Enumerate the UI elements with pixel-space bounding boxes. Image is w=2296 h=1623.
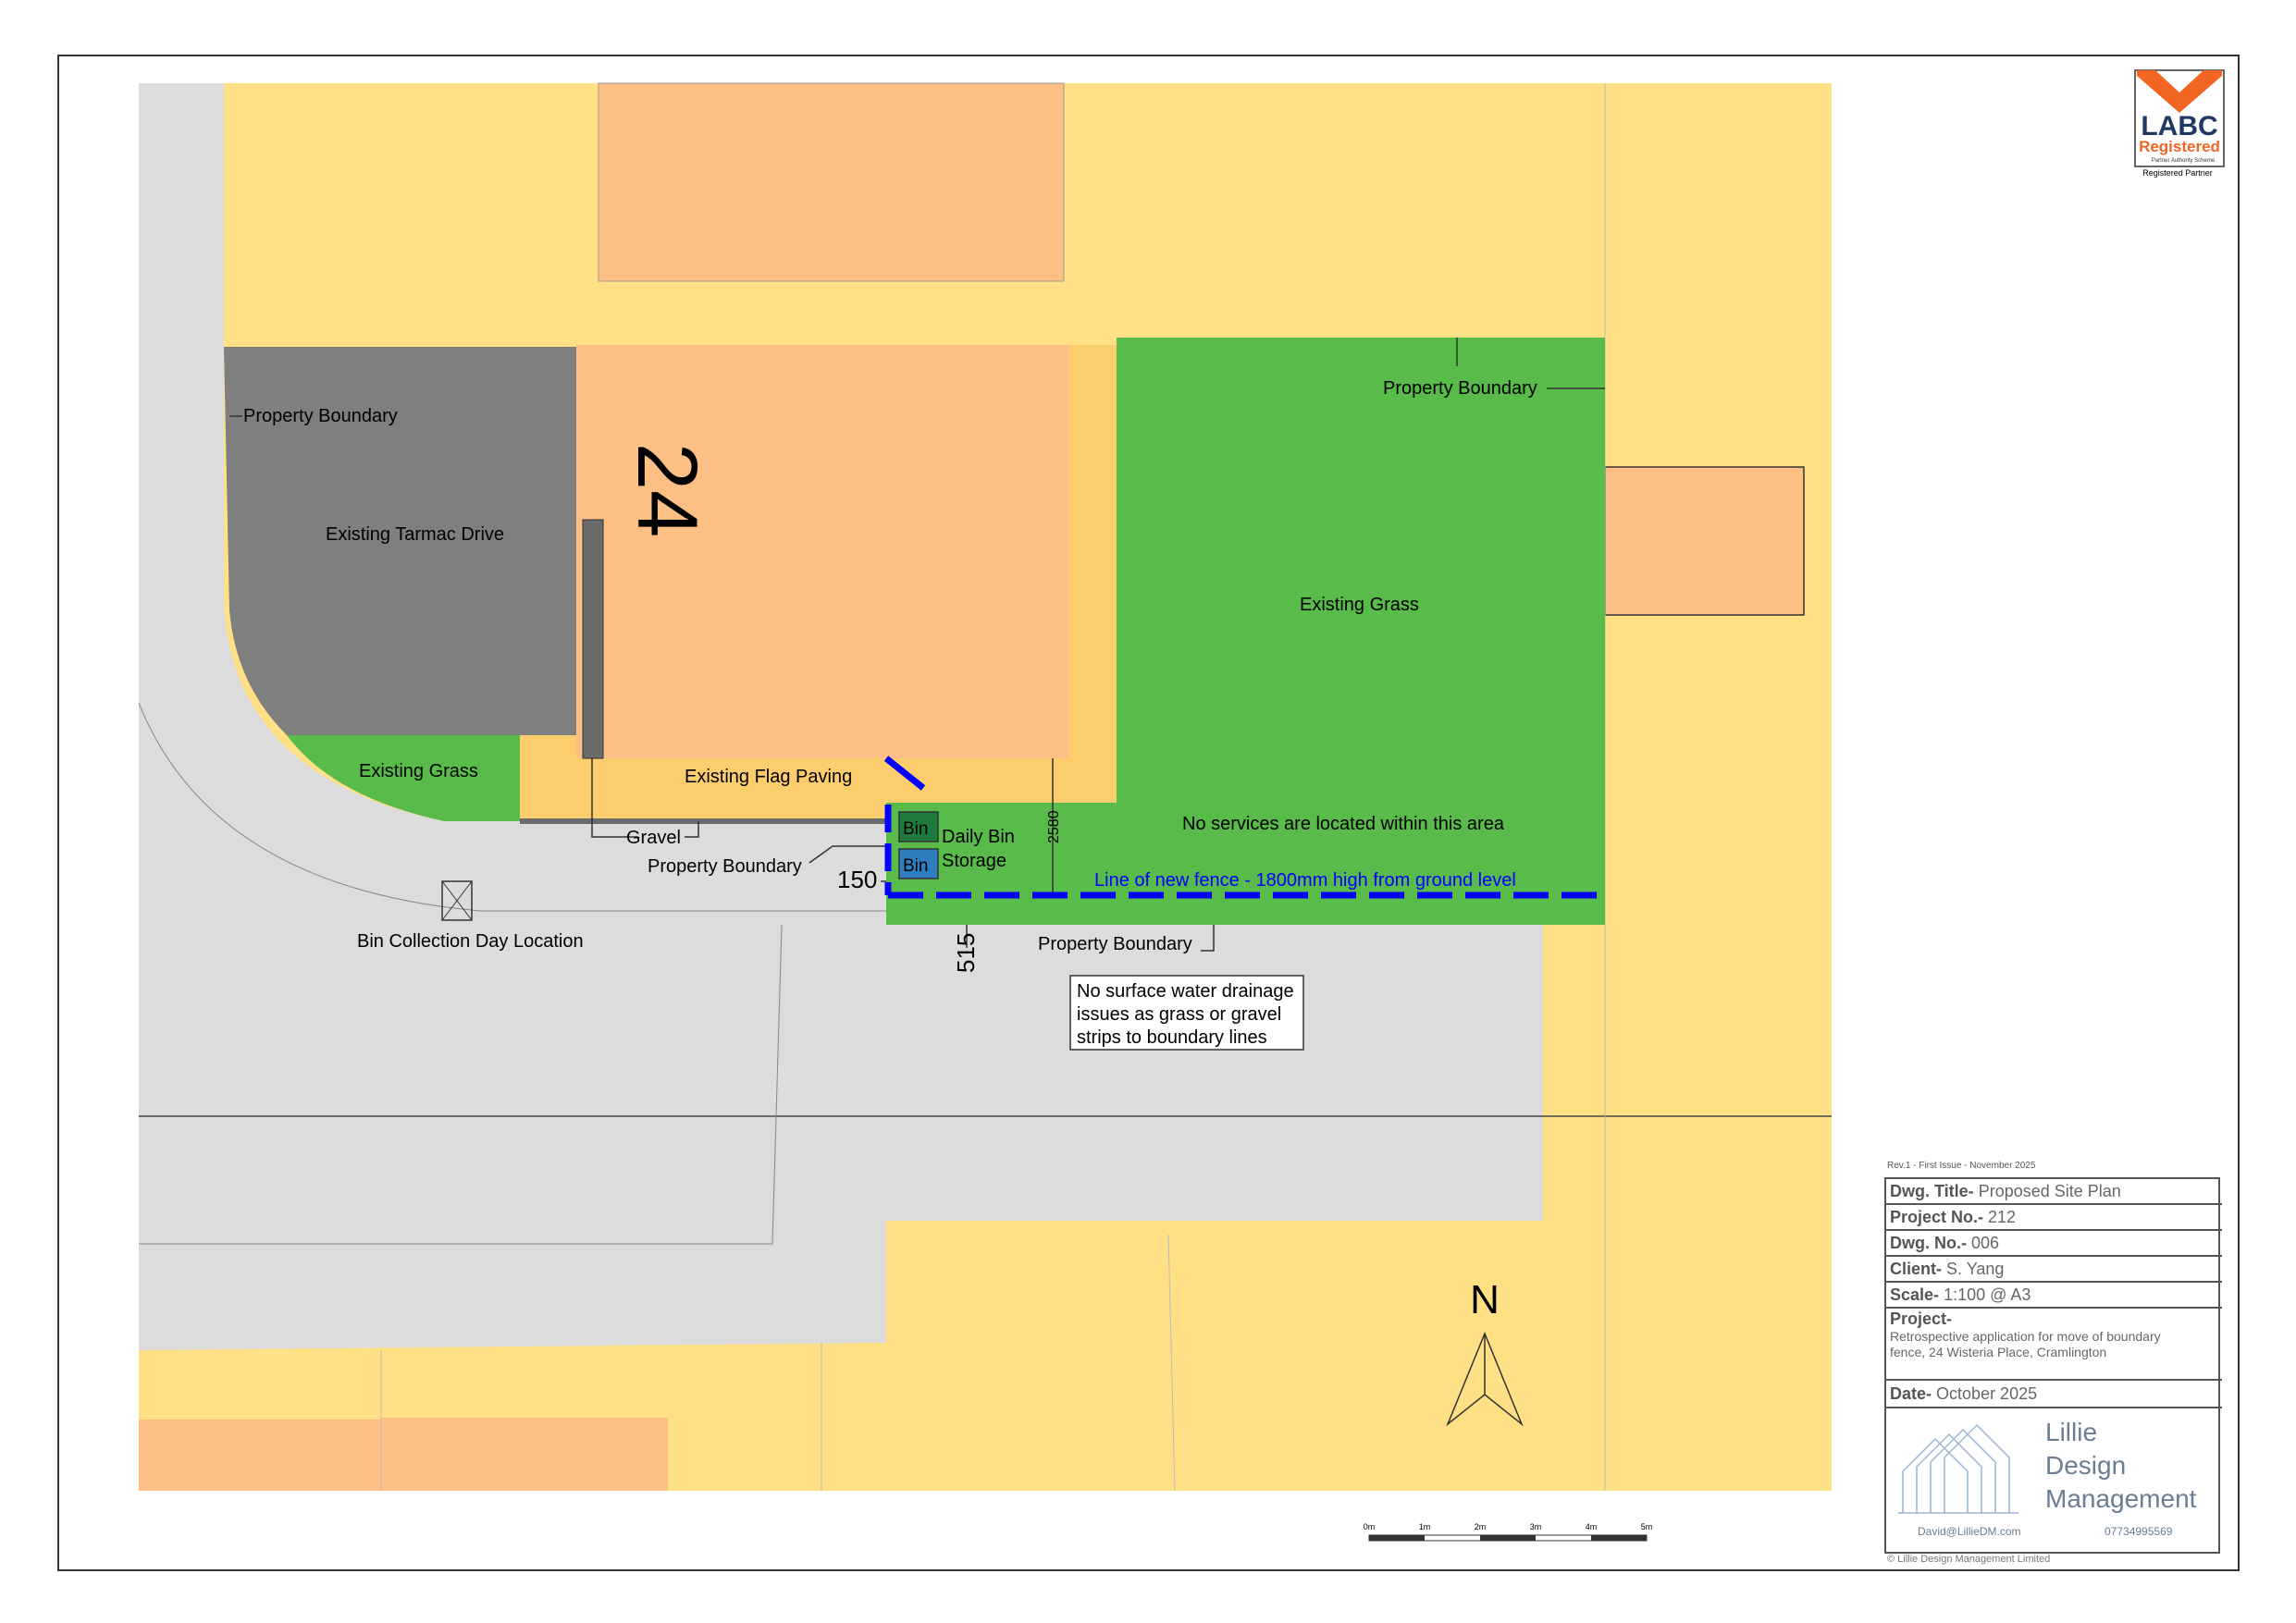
property-boundary-label-2: Property Boundary xyxy=(1383,378,1537,399)
house-number-label: 24 xyxy=(620,443,714,537)
gravel-label: Gravel xyxy=(626,828,681,848)
existing-tarmac-label: Existing Tarmac Drive xyxy=(326,524,504,545)
dimension-515: 515 xyxy=(952,933,980,973)
scale-bar-label-2: 2m xyxy=(1475,1522,1487,1531)
company-email: David@LillieDM.com xyxy=(1918,1525,2021,1538)
bin-collection-label: Bin Collection Day Location xyxy=(357,931,584,952)
property-boundary-label-3: Property Boundary xyxy=(648,856,802,877)
existing-grass-left xyxy=(287,735,520,821)
drainage-note-line-2: issues as grass or gravel xyxy=(1077,1004,1281,1025)
property-boundary-label-1: Property Boundary xyxy=(243,406,398,426)
drainage-note-line-3: strips to boundary lines xyxy=(1077,1027,1267,1048)
road-curve-line xyxy=(138,702,886,912)
existing-flag-paving-label: Existing Flag Paving xyxy=(685,767,852,787)
date-row: Date- October 2025 xyxy=(1886,1381,2222,1408)
bin-blue xyxy=(898,848,939,879)
revision-note: Rev.1 - First Issue - November 2025 xyxy=(1887,1161,2036,1171)
labc-registered-text: Registered xyxy=(2139,138,2220,155)
new-fence-line xyxy=(883,756,1605,899)
scale-bar-label-3: 3m xyxy=(1530,1522,1542,1531)
drainage-note-box xyxy=(1069,975,1304,1051)
drainage-note-line-1: No surface water drainage xyxy=(1077,981,1294,1002)
neighbour-building-sw2 xyxy=(381,1418,668,1491)
client-row: Client- S. Yang xyxy=(1886,1257,2222,1283)
dimension-150: 150 xyxy=(837,866,877,893)
flag-paving xyxy=(520,345,1117,821)
copyright-note: © Lillie Design Management Limited xyxy=(1887,1554,2051,1565)
leader-lines xyxy=(229,338,1605,952)
house-side-wall xyxy=(582,519,604,759)
daily-bin-label-1: Daily Bin xyxy=(942,827,1015,847)
neighbour-building-east xyxy=(1604,466,1805,616)
company-name-3: Management xyxy=(2045,1484,2197,1513)
labc-partner-text: Registered Partner xyxy=(2142,168,2213,178)
scale-row: Scale- 1:100 @ A3 xyxy=(1886,1283,2222,1309)
fence-line-label: Line of new fence - 1800mm high from gro… xyxy=(1094,870,1516,891)
bin-collection-marker xyxy=(441,880,473,921)
north-label: N xyxy=(1470,1277,1500,1322)
dwg-no-row: Dwg. No.- 006 xyxy=(1886,1231,2222,1257)
scale-bar-label-4: 4m xyxy=(1586,1522,1598,1531)
company-phone: 07734995569 xyxy=(2105,1525,2173,1538)
existing-grass-garden xyxy=(886,338,1605,925)
existing-grass-garden-label: Existing Grass xyxy=(1300,595,1419,615)
neighbour-building-north xyxy=(598,82,1065,282)
property-boundary-label-4: Property Boundary xyxy=(1038,934,1192,954)
house-24 xyxy=(576,345,1068,758)
road-kerb-line-2 xyxy=(772,924,783,1245)
dwg-title-row: Dwg. Title- Proposed Site Plan xyxy=(1886,1179,2222,1205)
scale-bar-label-1: 1m xyxy=(1419,1522,1431,1531)
plot-divider-4 xyxy=(1167,1234,1176,1492)
dimension-2580: 2580 xyxy=(1046,810,1062,843)
sheet-border xyxy=(57,55,2240,1571)
scale-bar xyxy=(1368,1534,1648,1542)
existing-grass-left-label: Existing Grass xyxy=(359,761,478,781)
company-logo-area: Lillie Design Management David@LillieDM.… xyxy=(1886,1408,2218,1552)
daily-bin-label-2: Storage xyxy=(942,851,1006,871)
company-name-1: Lillie xyxy=(2045,1418,2098,1446)
scale-bar-label-0: 0m xyxy=(1364,1522,1376,1531)
bin-green xyxy=(898,811,939,842)
labc-small-text: Partner Authority Scheme xyxy=(2152,158,2216,164)
no-services-label: No services are located within this area xyxy=(1182,814,1505,834)
bin-label-1: Bin xyxy=(903,819,928,839)
labc-logo-text: LABC xyxy=(2141,111,2217,141)
house-logo-icon xyxy=(1898,1423,2018,1514)
bin-label-2: Bin xyxy=(903,856,928,876)
project-no-row: Project No.- 212 xyxy=(1886,1205,2222,1231)
neighbour-building-sw1 xyxy=(139,1420,381,1491)
company-name-2: Design xyxy=(2045,1451,2127,1480)
title-block: Dwg. Title- Proposed Site Plan Project N… xyxy=(1884,1177,2222,1554)
scale-bar-label-5: 5m xyxy=(1641,1522,1653,1531)
labc-logo xyxy=(2134,69,2225,167)
north-arrow-icon xyxy=(1446,1332,1524,1427)
project-row: Project- Retrospective application for m… xyxy=(1886,1309,2222,1381)
tarmac-drive xyxy=(224,347,576,735)
